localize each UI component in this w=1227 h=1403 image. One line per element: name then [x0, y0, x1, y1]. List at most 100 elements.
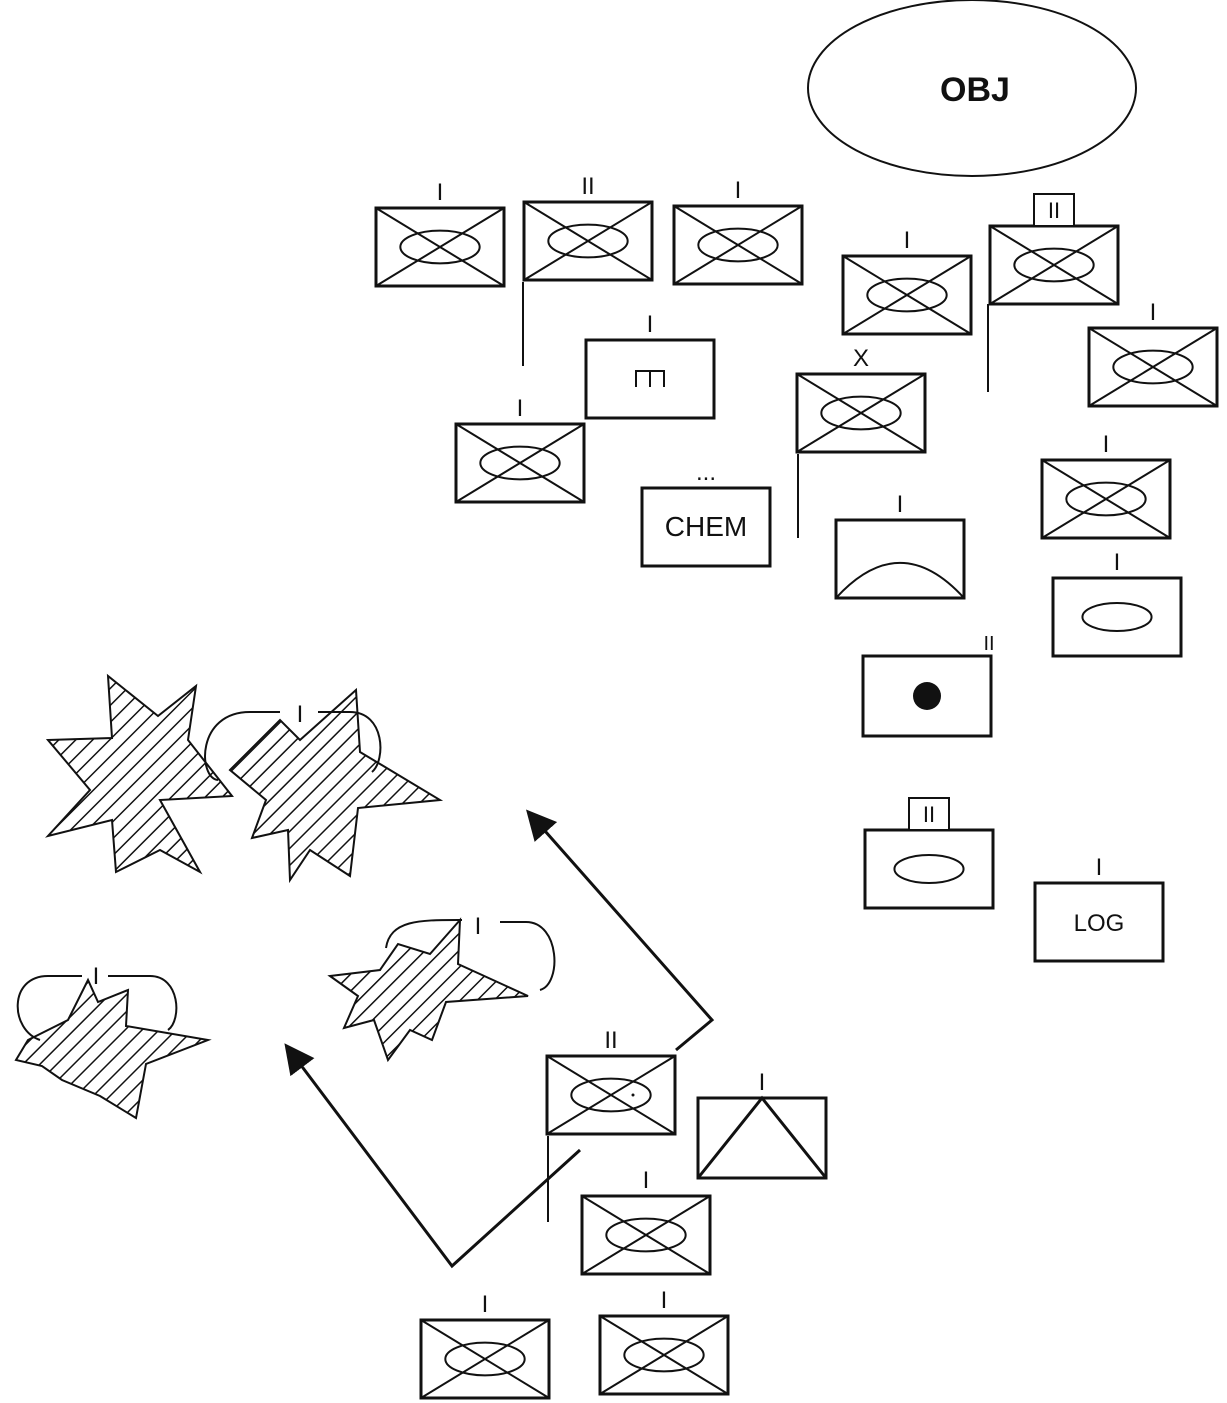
armor-oval-icon: [1065, 481, 1147, 517]
armor-oval-icon: [479, 445, 561, 481]
infantry-cross-line: [546, 1055, 676, 1135]
infantry-cross-line: [1041, 459, 1171, 539]
armor-oval-icon: [697, 227, 779, 263]
enemy-position-3: I: [327, 913, 556, 1063]
armor-oval-icon: [1081, 601, 1153, 633]
unit-symbol-u7: I: [584, 311, 716, 420]
unit-symbol-u3: I: [672, 177, 804, 286]
armor-oval-icon: [893, 853, 965, 885]
armor-oval-icon: [570, 1077, 652, 1113]
triangle-icon: [696, 1095, 828, 1179]
armor-oval-icon: [444, 1341, 526, 1377]
unit-symbol-u21: I: [598, 1287, 730, 1396]
infantry-cross-line: [989, 225, 1119, 305]
enemy-1-echelon: I: [297, 701, 304, 728]
objective: OBJ: [807, 0, 1137, 177]
echelon-label: I: [1114, 549, 1121, 576]
unit-symbol-u20: I: [419, 1291, 551, 1400]
unit-symbol-u5: II: [988, 193, 1120, 306]
enemy-position-2: I: [14, 963, 212, 1120]
log-label: LOG: [1074, 910, 1125, 937]
unit-symbol-u11: CHEM...: [640, 459, 772, 568]
echelon-label: I: [437, 179, 444, 206]
dot-mark: [631, 1093, 635, 1097]
echelon-label: I: [735, 177, 742, 204]
armor-oval-icon: [623, 1337, 705, 1373]
unit-symbol-u1: I: [374, 179, 506, 288]
armor-oval-icon: [605, 1217, 687, 1253]
infantry-cross-line: [842, 255, 972, 335]
echelon-label: I: [904, 227, 911, 254]
unit-symbol-u13: I: [1051, 549, 1183, 658]
unit-frame: [640, 486, 772, 568]
unit-symbol-u18: I: [696, 1069, 828, 1180]
infantry-cross-line: [599, 1315, 729, 1395]
echelon-label: I: [1150, 299, 1157, 326]
echelon-label: X: [853, 345, 869, 372]
unit-symbol-u8: I: [454, 395, 586, 504]
echelon-label: I: [661, 1287, 668, 1314]
armor-oval-icon: [547, 223, 629, 259]
echelon-box: [908, 797, 950, 831]
armor-oval-icon: [820, 395, 902, 431]
infantry-cross-line: [581, 1195, 711, 1275]
infantry-cross-line: [673, 205, 803, 285]
unit-symbol-u16: LOG I: [1033, 854, 1165, 963]
echelon-label: I: [643, 1167, 650, 1194]
echelon-label: ...: [696, 459, 716, 486]
unit-symbol-u15: II: [863, 797, 995, 910]
unit-frame: [834, 518, 966, 600]
unit-symbol-u10: I: [1040, 431, 1172, 540]
unit-symbol-u2: II: [522, 173, 654, 282]
enemy-2-echelon: I: [93, 963, 100, 990]
unit-symbol-u4: I: [841, 227, 973, 336]
echelon-label: I: [1103, 431, 1110, 458]
enemy-position-1: I: [45, 673, 444, 884]
armor-oval-icon: [866, 277, 948, 313]
filled-dot-icon: [913, 682, 941, 710]
echelon-label: II: [983, 633, 994, 655]
echelon-label: I: [647, 311, 654, 338]
chem-label: CHEM: [665, 511, 747, 542]
attack-arrow-north: [526, 809, 715, 1052]
infantry-cross-line: [1088, 327, 1218, 407]
arc-icon: [835, 561, 965, 599]
echelon-label: II: [923, 802, 935, 827]
armor-oval-icon: [1013, 247, 1095, 283]
unit-symbol-u12: I: [834, 491, 966, 600]
armor-oval-icon: [399, 229, 481, 265]
infantry-cross-line: [420, 1319, 550, 1399]
enemy-3-echelon: I: [475, 913, 482, 940]
echelon-label: II: [581, 173, 594, 200]
infantry-cross-line: [375, 207, 505, 287]
echelon-label: II: [604, 1027, 617, 1054]
movement-arrows: [284, 809, 715, 1269]
unit-symbol-u19: I: [580, 1167, 712, 1276]
unit-symbol-u17: II: [545, 1027, 677, 1136]
echelon-label: I: [482, 1291, 489, 1318]
unit-frame: [1033, 881, 1165, 963]
unit-symbol-u6: I: [1087, 299, 1219, 408]
attack-arrow-west: [284, 1043, 582, 1269]
unit-frame: [1051, 576, 1183, 658]
objective-label: OBJ: [940, 71, 1010, 109]
infantry-cross-line: [796, 373, 926, 453]
echelon-label: I: [517, 395, 524, 422]
echelon-label: I: [897, 491, 904, 518]
unit-symbol-u14: II: [861, 633, 995, 738]
unit-frame: [863, 828, 995, 910]
echelon-label: I: [1096, 854, 1103, 881]
armor-oval-icon: [1112, 349, 1194, 385]
connector-lines: [522, 282, 989, 1222]
echelon-box: [1033, 193, 1075, 227]
echelon-label: II: [1048, 198, 1060, 223]
unit-frame: [696, 1096, 828, 1180]
unit-symbol-u9: X: [795, 345, 927, 454]
infantry-cross-line: [523, 201, 653, 281]
infantry-cross-line: [455, 423, 585, 503]
enemy-positions: I I I: [14, 673, 556, 1120]
engineer-icon: [635, 370, 665, 387]
echelon-label: I: [759, 1069, 766, 1096]
